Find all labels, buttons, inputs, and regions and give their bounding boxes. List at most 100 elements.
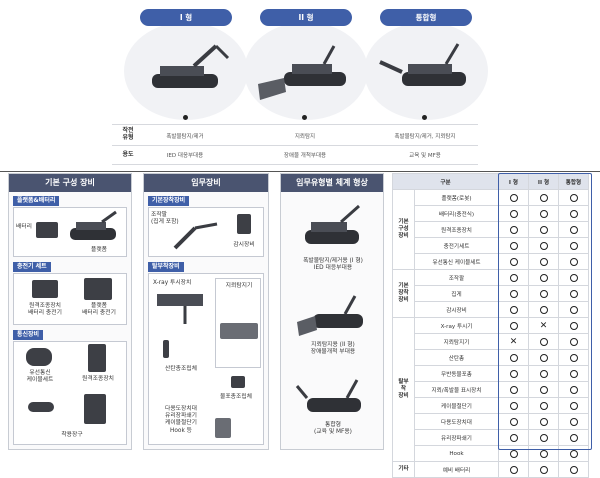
mark-cell: [498, 285, 529, 302]
table-header-row: 구분 I 형 II 형 통합형: [392, 173, 589, 190]
circle-mark-icon: [509, 417, 518, 426]
mark-cell: [558, 349, 589, 366]
circle-mark-icon: [539, 337, 548, 346]
circle-mark-icon: [539, 257, 548, 266]
circle-mark-icon: [539, 209, 548, 218]
mark-cell: [558, 413, 589, 430]
circle-mark-icon: [539, 433, 548, 442]
circle-mark-icon: [569, 417, 578, 426]
mark-cell: [558, 429, 589, 446]
mark-cell: [528, 205, 559, 222]
manipulator-arm-icon: [173, 222, 218, 250]
section-basic-mounted: 기본장착장비: [148, 196, 190, 206]
circle-mark-icon: [509, 449, 518, 458]
mark-cell: [558, 365, 589, 382]
mark-cell: [528, 413, 559, 430]
mark-cell: [498, 317, 529, 334]
robot-type-overview: I 형 II 형 통합형 작전 유형 폭발물탐지/제거 지뢰탐지 폭발물탐지/제…: [0, 0, 600, 170]
cable-reel-icon: [26, 348, 52, 366]
integrated-badge: 통합형: [380, 9, 472, 26]
type2-config-label: 지뢰탐지용 (II 형) 장애물개척 부대용: [310, 342, 356, 356]
circle-mark-icon: [509, 257, 518, 266]
circle-mark-icon: [569, 305, 578, 314]
mission-equipment-panel: 임무장비 기본장착장비 조작팔 (집게 포함) 감시장비 탈부착장비 X-ray…: [143, 173, 269, 450]
header-type1: I 형: [498, 173, 529, 190]
mark-cell: [558, 301, 589, 318]
circle-mark-icon: [539, 305, 548, 314]
row-divider: [112, 145, 478, 146]
circle-mark-icon: [539, 289, 548, 298]
circle-mark-icon: [569, 257, 578, 266]
mark-cell: ✕: [498, 333, 529, 350]
disruptor-label: 산탄총조립체: [165, 366, 197, 372]
row-group-label: 기타: [392, 461, 415, 478]
item-name: 충전기세트: [414, 237, 499, 254]
mark-cell: [558, 461, 589, 478]
xray-label: X-ray 투시장치: [153, 280, 192, 286]
circle-mark-icon: [569, 289, 578, 298]
circle-mark-icon: [509, 273, 518, 282]
mark-cell: [558, 381, 589, 398]
remote-charger-icon: [32, 280, 58, 298]
cable-set-label: 유선통신 케이블세트: [26, 370, 54, 384]
mark-cell: [498, 413, 529, 430]
mark-cell: [498, 269, 529, 286]
table-row: 감시장비: [393, 301, 589, 318]
type1-badge: I 형: [140, 9, 232, 26]
mark-cell: [498, 397, 529, 414]
mark-cell: [528, 429, 559, 446]
wearable-label: 착용장구: [61, 432, 83, 438]
item-name: 원격조종장치: [414, 221, 499, 238]
mark-cell: [528, 381, 559, 398]
camera-icon: [237, 214, 251, 234]
circle-mark-icon: [569, 241, 578, 250]
circle-mark-icon: [509, 321, 518, 330]
table-row: 원격조종장치: [393, 221, 589, 238]
circle-mark-icon: [569, 449, 578, 458]
circle-mark-icon: [509, 385, 518, 394]
mark-cell: [558, 253, 589, 270]
remote-control-label: 원격조종장치: [82, 376, 114, 382]
mark-cell: [528, 445, 559, 462]
row-divider: [112, 164, 478, 165]
circle-mark-icon: [539, 465, 548, 474]
mark-cell: [498, 349, 529, 366]
communication-box: 유선통신 케이블세트 원격조종장치 착용장구: [13, 341, 127, 445]
circle-mark-icon: [569, 225, 578, 234]
mark-cell: [498, 221, 529, 238]
type1-operation: 폭발물탐지/제거: [166, 134, 204, 140]
type2-marker: [302, 115, 307, 120]
item-name: 집게: [414, 285, 499, 302]
circle-mark-icon: [569, 369, 578, 378]
item-name: 조작팔: [414, 269, 499, 286]
table-row: 무반동물포총: [393, 365, 589, 382]
circle-mark-icon: [569, 193, 578, 202]
table-row: 유선통신 케이블세트: [393, 253, 589, 270]
row-divider: [112, 124, 478, 125]
mark-cell: [498, 461, 529, 478]
item-name: 무반동물포총: [414, 365, 499, 382]
mine-detector-label: 지뢰탐지기: [225, 283, 253, 289]
section-charger-set: 충전기 세트: [13, 262, 51, 272]
mark-cell: [498, 189, 529, 206]
integrated-config-label: 통합형 (교육 및 MF용): [314, 422, 352, 436]
circle-mark-icon: [569, 465, 578, 474]
headset-icon: [28, 402, 54, 412]
cross-mark-icon: ✕: [539, 320, 548, 331]
mark-cell: [528, 189, 559, 206]
remote-charger-label: 원격조종장치 배터리 충전기: [28, 303, 62, 317]
integrated-config-icon: [295, 379, 361, 412]
mark-cell: [498, 253, 529, 270]
type2-badge: II 형: [260, 9, 352, 26]
platform-label: 플랫폼: [91, 247, 107, 253]
mark-cell: [528, 461, 559, 478]
row-group-label: 탈부 착 장비: [392, 317, 415, 462]
table-row: 지뢰/폭발물 표시장치: [393, 381, 589, 398]
circle-mark-icon: [509, 289, 518, 298]
charger-set-box: 원격조종장치 배터리 충전기 플랫폼 배터리 충전기: [13, 273, 127, 325]
circle-mark-icon: [569, 209, 578, 218]
circle-mark-icon: [569, 401, 578, 410]
